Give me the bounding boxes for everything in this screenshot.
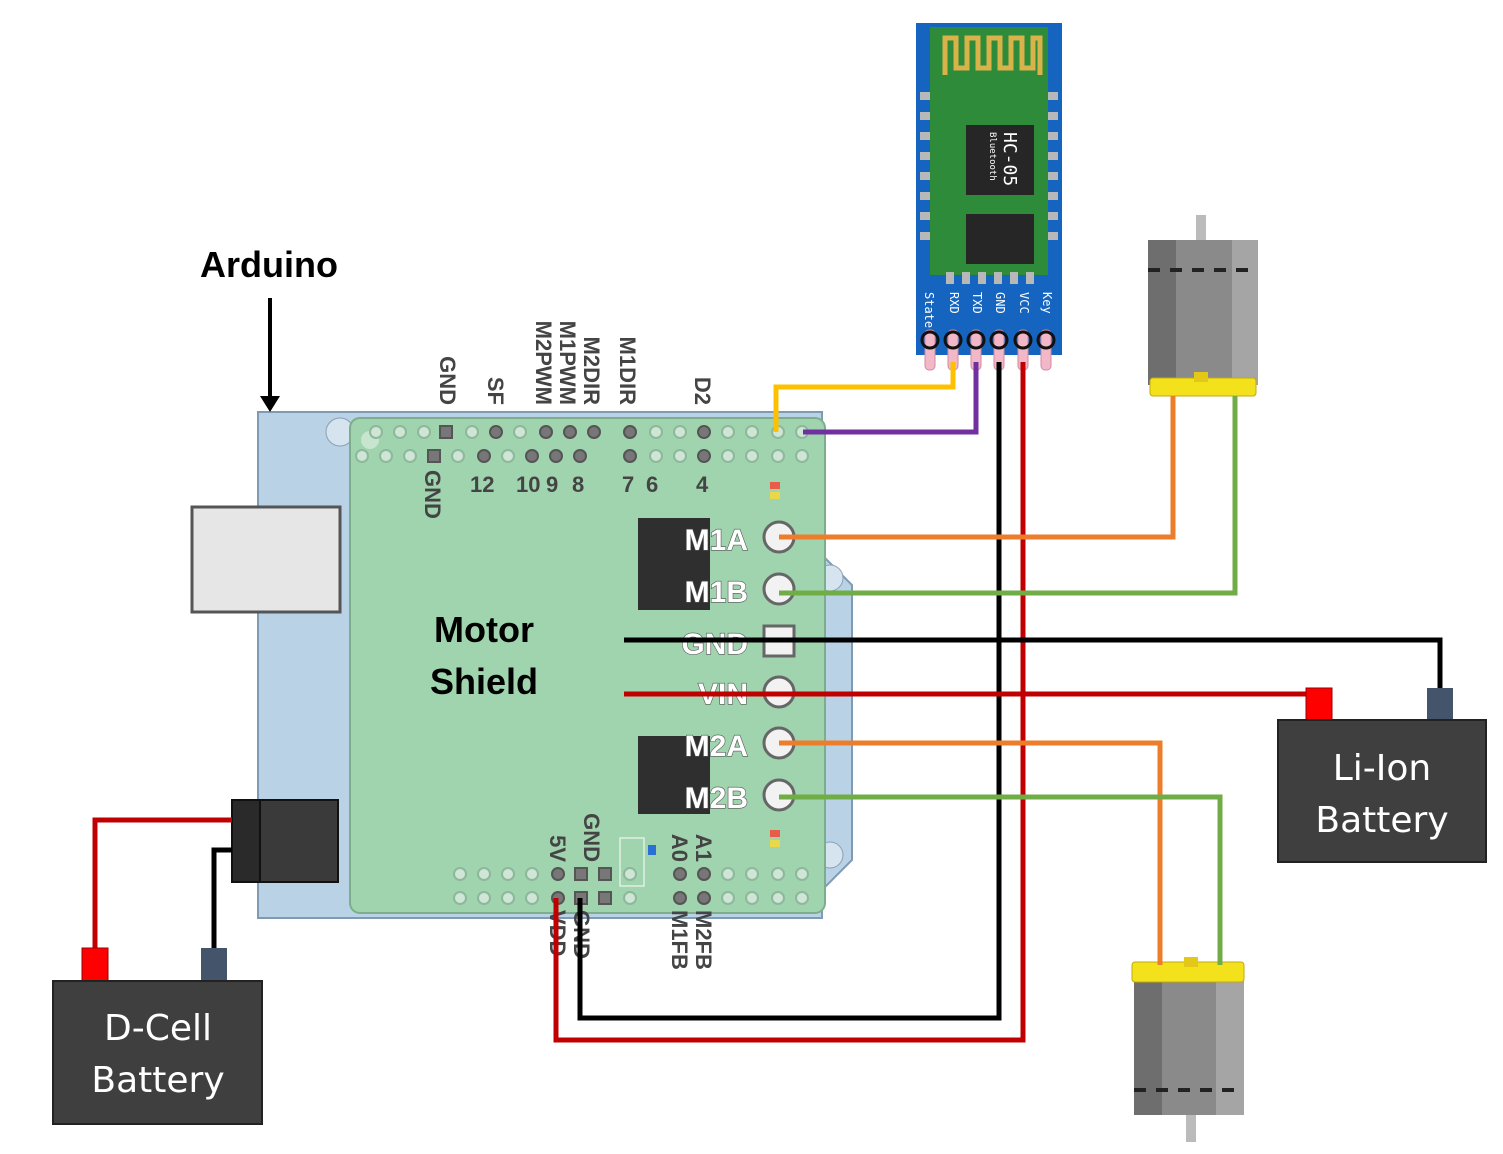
bt-pin-key: Key [1040, 292, 1054, 314]
bt-chip-sub: Bluetooth [987, 132, 997, 181]
motor-shield-board: GND SF M2PWM M1PWM M2DIR M1DIR D2 GND 12… [349, 321, 826, 970]
terminal-label-m1b: M1B [685, 576, 748, 609]
pin-label-m1fb: M1FB [667, 910, 692, 970]
battery-icon: D-Cell Battery [52, 947, 263, 1125]
motor-shield-label-line1: Motor [434, 609, 534, 650]
battery-icon: Li-Ion Battery [1277, 687, 1487, 863]
usb-port-icon [190, 505, 342, 614]
wire-dcell-red [92, 817, 232, 950]
bt-pin-rxd: RXD [947, 292, 961, 314]
row-label-gnd: GND [420, 470, 445, 519]
pin-label-m1pwm: M1PWM [555, 321, 580, 405]
pin-label-a0: A0 [667, 834, 692, 862]
terminal-label-m2a: M2A [685, 730, 748, 763]
pin-label-a1: A1 [691, 834, 716, 862]
wire-gnd-liion-black [624, 637, 1443, 690]
wires [92, 362, 1443, 1043]
arduino-label: Arduino [200, 244, 338, 285]
arduino-arrow [260, 298, 280, 412]
row-label-6: 6 [646, 472, 658, 497]
wire-txd-yellow [773, 362, 956, 432]
wire-m2a-orange [779, 740, 1163, 965]
wire-m1a-orange [779, 396, 1176, 540]
row-label-12: 12 [470, 472, 494, 497]
pin-label-gnd-top: GND [435, 356, 460, 405]
driver-chip-1 [638, 518, 710, 610]
second-header-pins [355, 449, 809, 463]
bt-main-chip [966, 125, 1034, 195]
top-row-numbers: GND 12 10 9 8 7 6 4 [420, 470, 709, 519]
wire-m1b-green [779, 396, 1238, 596]
dcell-label-line1: D-Cell [104, 1008, 212, 1049]
pin-label-d2: D2 [690, 377, 715, 405]
wire-m2b-green [779, 794, 1223, 965]
row-label-8: 8 [572, 472, 584, 497]
wire-rxd-purple [803, 362, 979, 435]
dcell-label-line2: Battery [91, 1060, 224, 1101]
wire-vcc-red [553, 362, 1026, 1043]
power-jack-icon [231, 799, 339, 883]
pin-label-5v: 5V [545, 835, 570, 862]
top-pin-labels: GND SF M2PWM M1PWM M2DIR M1DIR D2 [435, 321, 715, 405]
bt-pin-gnd: GND [993, 292, 1007, 314]
driver-chip-2 [638, 736, 710, 814]
terminal-label-m2b: M2B [685, 782, 748, 815]
row-label-7: 7 [622, 472, 634, 497]
top-header-pins [369, 425, 809, 439]
motor-shield-label-line2: Shield [430, 661, 538, 702]
bluetooth-module-icon: HC-05 Bluetooth State RXD TXD GND VCC Ke… [916, 23, 1062, 371]
terminal-label-m1a: M1A [685, 524, 748, 557]
pin-label-m2fb: M2FB [691, 910, 716, 970]
row-label-9: 9 [546, 472, 558, 497]
pin-label-m2dir: M2DIR [579, 337, 604, 406]
bottom-header-pins [453, 867, 809, 905]
pin-label-sf: SF [483, 377, 508, 405]
bt-chip-name: HC-05 [999, 132, 1020, 186]
bt-pin-state: State [922, 292, 936, 328]
bt-pin-txd: TXD [970, 292, 984, 314]
dc-motor-icon [1148, 215, 1258, 397]
pin-label-m1dir: M1DIR [615, 337, 640, 406]
pin-label-m2pwm: M2PWM [531, 321, 556, 405]
bt-pin-labels: State RXD TXD GND VCC Key [922, 292, 1054, 328]
row-label-10: 10 [516, 472, 540, 497]
row-label-4: 4 [696, 472, 709, 497]
liion-label-line2: Battery [1315, 800, 1448, 841]
terminal-block: M1A M1B GND VIN M2A M2B [681, 520, 796, 816]
pin-label-gnd-bottom: GND [579, 813, 604, 862]
dc-motor-icon [1131, 957, 1245, 1142]
terminal-label-gnd: GND [681, 628, 748, 661]
wire-dcell-black [211, 847, 232, 950]
bt-pin-vcc: VCC [1017, 292, 1031, 314]
liion-label-line1: Li-Ion [1333, 748, 1432, 789]
wire-gnd-black [577, 362, 1002, 1021]
